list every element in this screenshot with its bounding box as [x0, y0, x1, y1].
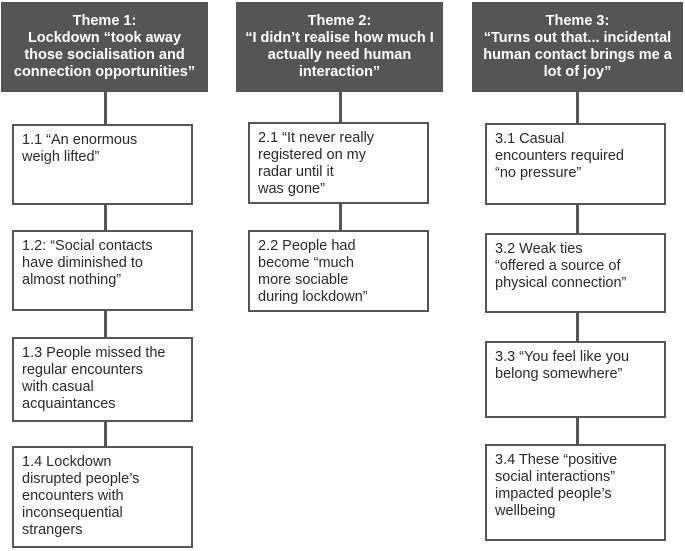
- subtheme-1-1: 1.1 “An enormous weigh lifted”: [12, 124, 193, 205]
- subtheme-2-1-label: 2.1 “It never really registered on my ra…: [258, 130, 375, 197]
- subtheme-3-3-label: 3.3 “You feel like you belong somewhere”: [495, 349, 630, 382]
- theme-1-title: Theme 1: Lockdown “took away those socia…: [13, 13, 196, 80]
- subtheme-1-2-label: 1.2: “Social contacts have diminished to…: [22, 238, 153, 288]
- subtheme-3-2: 3.2 Weak ties “offered a source of physi…: [485, 233, 666, 313]
- subtheme-3-1-label: 3.1 Casual encounters required “no press…: [495, 131, 624, 181]
- theme-2-title: Theme 2: “I didn’t realise how much I ac…: [245, 13, 434, 80]
- theme-3-header: Theme 3: “Turns out that... incidental h…: [472, 2, 683, 92]
- subtheme-1-4: 1.4 Lockdown disrupted people’s encounte…: [12, 446, 193, 548]
- subtheme-1-1-label: 1.1 “An enormous weigh lifted”: [22, 132, 138, 165]
- subtheme-3-4-label: 3.4 These “positive social interactions”…: [495, 452, 618, 519]
- subtheme-3-3: 3.3 “You feel like you belong somewhere”: [485, 341, 666, 418]
- subtheme-2-1: 2.1 “It never really registered on my ra…: [248, 122, 429, 204]
- theme-2-header: Theme 2: “I didn’t realise how much I ac…: [236, 2, 443, 92]
- theme-1-header: Theme 1: Lockdown “took away those socia…: [1, 2, 208, 92]
- subtheme-2-2: 2.2 People had become “much more sociabl…: [248, 230, 429, 312]
- theme-3-title: Theme 3: “Turns out that... incidental h…: [483, 13, 672, 80]
- subtheme-3-2-label: 3.2 Weak ties “offered a source of physi…: [495, 241, 627, 291]
- subtheme-1-3: 1.3 People missed the regular encounters…: [12, 337, 193, 422]
- subtheme-3-4: 3.4 These “positive social interactions”…: [485, 444, 666, 541]
- subtheme-3-1: 3.1 Casual encounters required “no press…: [485, 123, 666, 205]
- subtheme-1-2: 1.2: “Social contacts have diminished to…: [12, 230, 193, 311]
- subtheme-2-2-label: 2.2 People had become “much more sociabl…: [258, 238, 368, 305]
- subtheme-1-4-label: 1.4 Lockdown disrupted people’s encounte…: [22, 454, 140, 538]
- subtheme-1-3-label: 1.3 People missed the regular encounters…: [22, 345, 166, 412]
